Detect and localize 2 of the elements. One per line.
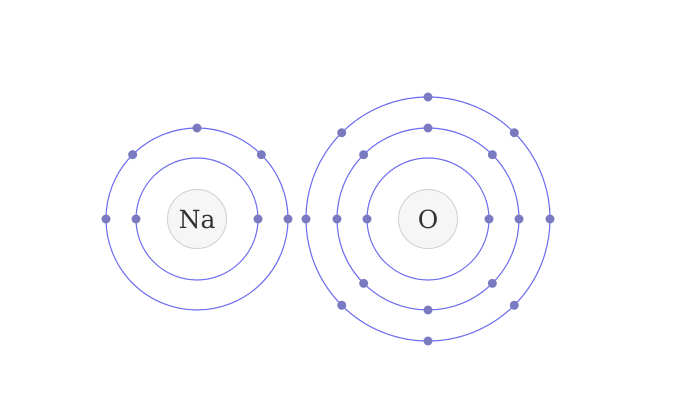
element-symbol: O — [418, 204, 438, 234]
element-symbol: Na — [178, 204, 216, 234]
